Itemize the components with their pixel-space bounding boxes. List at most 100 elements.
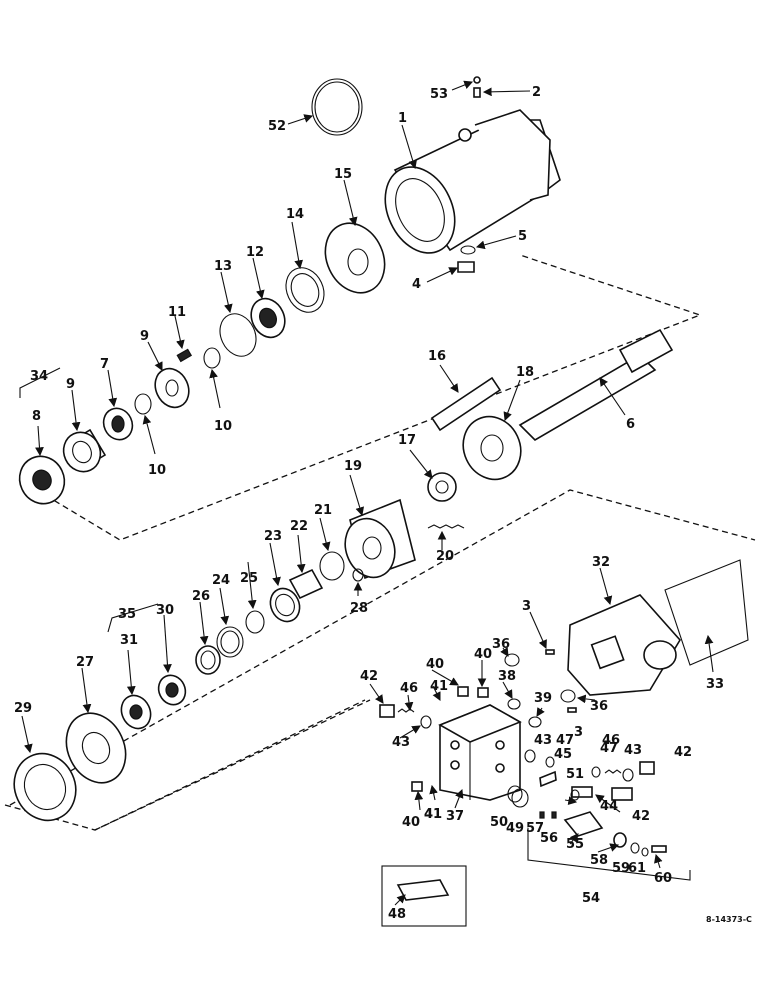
callout-label: 23	[264, 529, 282, 544]
callout-label: 36	[590, 699, 608, 714]
ring-61	[641, 847, 649, 857]
bracket-34	[19, 367, 61, 398]
callout-label: 25	[240, 571, 258, 586]
callout-label: 39	[534, 691, 552, 706]
ring-59	[630, 842, 640, 854]
lower-group-boundary	[94, 699, 371, 831]
callout-label: 36	[492, 637, 510, 652]
callout-label: 41	[424, 807, 442, 822]
callout-label: 4	[412, 277, 421, 292]
washer-9a	[154, 367, 190, 409]
callout-label: 48	[388, 907, 406, 922]
callout-label: 1	[398, 111, 407, 126]
fitting-2	[473, 87, 481, 98]
callout-label: 42	[674, 745, 692, 760]
washer-5	[460, 245, 476, 255]
callout-label: 58	[590, 853, 608, 868]
pin-3b	[567, 707, 577, 713]
callout-label: 57	[526, 821, 544, 836]
callout-label: 41	[424, 807, 442, 822]
inset-box-48	[381, 865, 467, 927]
callout-label: 11	[168, 305, 186, 320]
callout-label: 18	[516, 365, 534, 380]
callout-label: 26	[192, 589, 210, 604]
callout-label: 60	[654, 871, 672, 886]
callout-label: 29	[14, 701, 32, 716]
ring-36b	[560, 689, 576, 703]
plug-40b	[477, 687, 489, 698]
plug-4	[457, 261, 475, 273]
ring-21	[319, 551, 345, 581]
callout-label: 9	[66, 377, 75, 392]
callout-label: 33	[706, 677, 724, 692]
plug-40c	[411, 781, 423, 792]
callout-label: 16	[428, 349, 446, 364]
callout-label: 51	[566, 767, 584, 782]
spring-46b	[604, 769, 622, 774]
callout-label: 30	[156, 603, 174, 618]
callout-label: 12	[246, 245, 264, 260]
callout-label: 21	[314, 503, 332, 518]
ring-24	[216, 626, 244, 658]
callout-label: 20	[436, 549, 454, 564]
callout-label: 55	[566, 837, 584, 852]
pump-housing	[384, 109, 561, 254]
cover-32	[567, 594, 681, 696]
callout-label: 10	[148, 463, 166, 478]
callout-label: 6	[626, 417, 635, 432]
pin-3a	[545, 649, 555, 655]
callout-label: 50	[490, 815, 508, 830]
callout-label: 9	[140, 329, 149, 344]
callout-label: 17	[398, 433, 416, 448]
callout-label: 31	[120, 633, 138, 648]
plug-53	[473, 76, 481, 84]
plug-42a	[379, 704, 395, 718]
callout-label: 14	[286, 207, 304, 222]
callout-label: 45	[554, 747, 572, 762]
ring-36a	[504, 653, 520, 667]
callout-label: 43	[392, 735, 410, 750]
plate-18	[462, 415, 522, 481]
drawing-number: 8-14373-C	[706, 915, 752, 924]
plug-44	[571, 786, 593, 798]
callout-label: 46	[602, 733, 620, 748]
callout-label: 53	[430, 87, 448, 102]
callout-label: 15	[334, 167, 352, 182]
callout-label: 47	[556, 733, 574, 748]
callout-label: 32	[592, 555, 610, 570]
callout-label: 52	[268, 119, 286, 134]
ring-50	[507, 785, 523, 803]
bracket-54	[527, 828, 691, 881]
o-ring-52	[311, 78, 363, 136]
callout-label: 40	[402, 815, 420, 830]
callout-label: 47	[600, 741, 618, 756]
ring-49	[511, 788, 529, 808]
plug-42b	[639, 761, 655, 775]
sleeve-22	[288, 568, 324, 600]
valve-55	[563, 811, 604, 837]
callout-label: 13	[214, 259, 232, 274]
ring-43b	[524, 749, 536, 763]
callout-label: 40	[474, 647, 492, 662]
callout-label: 34	[30, 369, 48, 384]
callout-label: 35	[118, 607, 136, 622]
callout-label: 43	[624, 743, 642, 758]
callout-label: 42	[360, 669, 378, 684]
ring-14	[285, 267, 325, 313]
callout-label: 10	[214, 419, 232, 434]
hub-15	[324, 222, 386, 294]
callout-label: 24	[212, 573, 230, 588]
callout-label: 8	[32, 409, 41, 424]
callout-label: 3	[522, 599, 531, 614]
ring-25	[245, 610, 265, 634]
valve-48	[396, 879, 450, 901]
ring-39	[528, 716, 542, 728]
pin-16	[430, 376, 502, 432]
callout-label: 3	[574, 725, 583, 740]
callout-label: 43	[534, 733, 552, 748]
plug-40a	[457, 686, 469, 697]
callout-label: 37	[446, 809, 464, 824]
